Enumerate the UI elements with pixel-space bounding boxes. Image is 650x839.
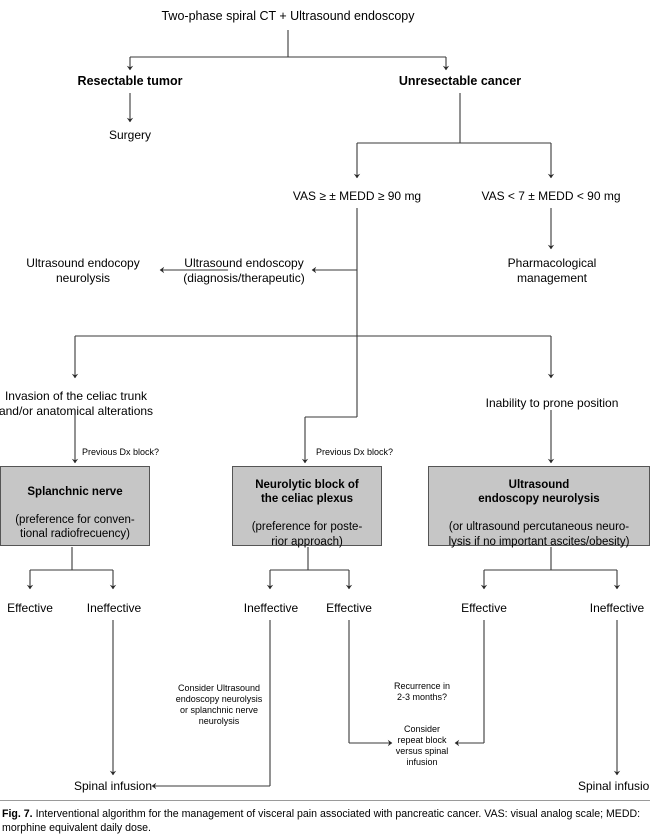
node-vas-high: VAS ≥ ± MEDD ≥ 90 mg bbox=[292, 189, 422, 203]
box-ultrasound-neurolysis-title: Ultrasound endoscopy neurolysis bbox=[478, 478, 600, 505]
node-ineffective-left: Ineffective bbox=[86, 601, 142, 615]
note-recurrence: Recurrence in 2-3 months? bbox=[393, 681, 451, 702]
box-splanchnic-nerve[interactable]: Splanchnic nerve (preference for conven-… bbox=[0, 466, 150, 546]
node-effective-left: Effective bbox=[7, 601, 53, 615]
node-vas-low: VAS < 7 ± MEDD < 90 mg bbox=[481, 189, 621, 203]
label-previous-dx-block-left: Previous Dx block? bbox=[82, 447, 160, 457]
flowchart-connectors bbox=[26, 30, 621, 790]
box-neurolytic-block-subtitle: (preference for poste- rior approach) bbox=[251, 521, 363, 548]
box-ultrasound-neurolysis-subtitle: (or ultrasound percutaneous neuro- lysis… bbox=[448, 521, 630, 548]
node-effective-mid: Effective bbox=[326, 601, 372, 615]
box-neurolytic-block-title: Neurolytic block of the celiac plexus bbox=[255, 478, 359, 505]
node-effective-right: Effective bbox=[461, 601, 507, 615]
node-ultrasound-endoscopy-neurolysis: Ultrasound endocopy neurolysis bbox=[26, 256, 140, 285]
box-splanchnic-nerve-title: Splanchnic nerve bbox=[27, 485, 123, 498]
box-neurolytic-block-celiac-plexus[interactable]: Neurolytic block of the celiac plexus (p… bbox=[232, 466, 382, 548]
figure-caption-text: Interventional algorithm for the managem… bbox=[2, 808, 641, 835]
box-splanchnic-nerve-subtitle: (preference for conven- tional radiofrec… bbox=[15, 514, 135, 541]
node-unresectable-cancer: Unresectable cancer bbox=[398, 74, 522, 88]
label-previous-dx-block-mid: Previous Dx block? bbox=[316, 447, 394, 457]
node-pharmacological-management: Pharmacological management bbox=[507, 256, 597, 285]
node-spinal-infusion-left: Spinal infusion bbox=[73, 779, 153, 793]
node-spinal-infusion-right: Spinal infusion bbox=[577, 779, 650, 793]
note-consider-ultrasound: Consider Ultrasound endoscopy neurolysis… bbox=[175, 683, 263, 726]
flowchart-canvas: Two-phase spiral CT + Ultrasound endosco… bbox=[0, 9, 650, 793]
note-consider-repeat-block: Consider repeat block versus spinal infu… bbox=[395, 724, 449, 767]
node-resectable-tumor: Resectable tumor bbox=[77, 74, 183, 88]
node-ineffective-right: Ineffective bbox=[589, 601, 645, 615]
node-inability-prone-position: Inability to prone position bbox=[485, 396, 619, 410]
node-invasion-celiac-trunk: Invasion of the celiac trunk and/or anat… bbox=[0, 389, 154, 418]
figure-label: Fig. 7. bbox=[2, 808, 33, 820]
node-ultrasound-endoscopy: Ultrasound endoscopy (diagnosis/therapeu… bbox=[183, 256, 305, 285]
node-ineffective-mid: Ineffective bbox=[243, 601, 299, 615]
caption-divider bbox=[0, 800, 650, 801]
node-surgery: Surgery bbox=[108, 128, 152, 142]
figure-caption: Fig. 7. Interventional algorithm for the… bbox=[0, 800, 650, 836]
node-root: Two-phase spiral CT + Ultrasound endosco… bbox=[161, 9, 415, 23]
box-ultrasound-endoscopy-neurolysis[interactable]: Ultrasound endoscopy neurolysis (or ultr… bbox=[428, 466, 650, 548]
